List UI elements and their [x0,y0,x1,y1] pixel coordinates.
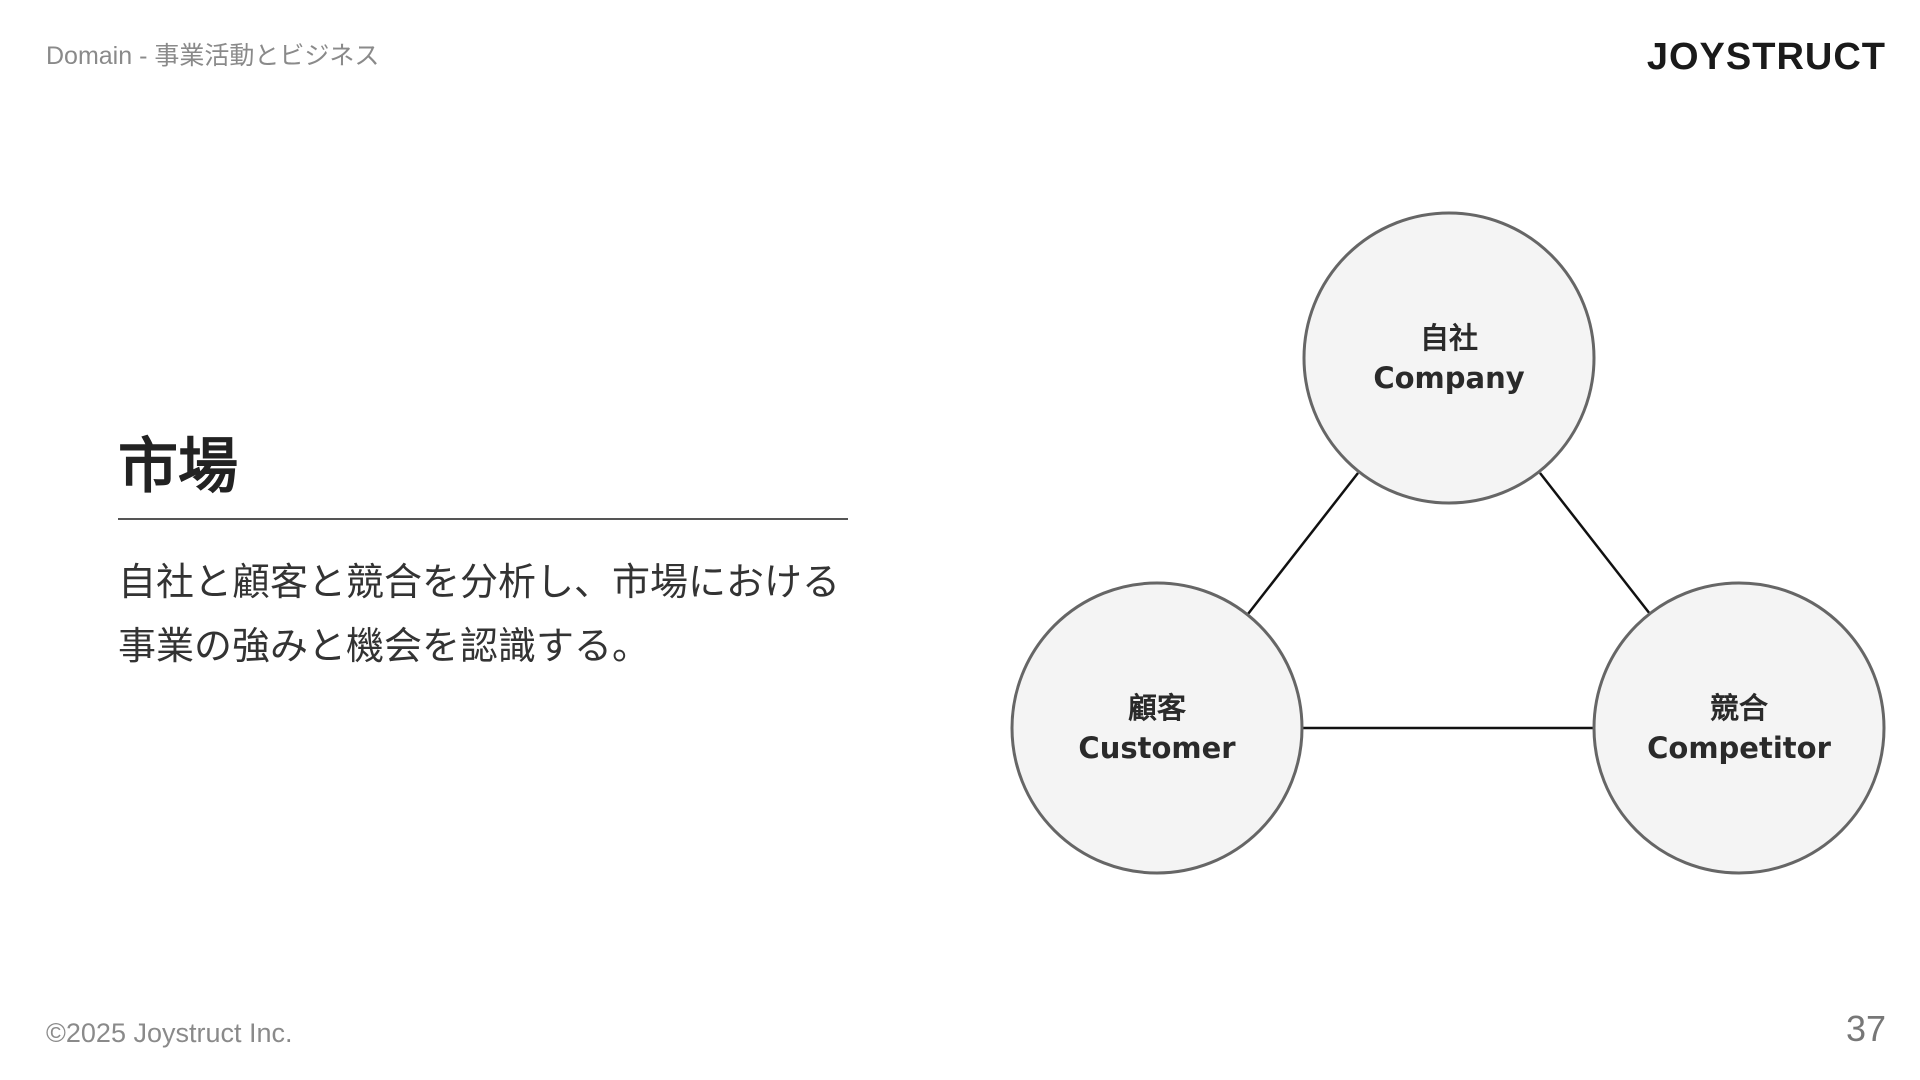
node-customer-label-ja: 顧客 [1128,691,1187,725]
copyright: ©2025 Joystruct Inc. [46,1018,293,1048]
title-divider [118,518,848,520]
node-company: 自社 Company [1302,211,1596,505]
node-competitor: 競合 Competitor [1592,581,1886,875]
page-title: 市場 [118,432,238,502]
page-number: 37 [1845,1008,1886,1049]
node-competitor-circle [1592,581,1886,875]
node-company-circle [1302,211,1596,505]
node-company-label-ja: 自社 [1420,321,1478,355]
node-customer: 顧客 Customer [1010,581,1304,875]
node-customer-circle [1010,581,1304,875]
breadcrumb: Domain - 事業活動とビジネス [46,42,380,70]
node-competitor-label-ja: 競合 [1710,691,1768,725]
edge-company-competitor [1539,472,1651,615]
edge-company-customer [1247,472,1359,615]
node-company-label-en: Company [1373,361,1524,395]
node-competitor-label-en: Competitor [1647,731,1831,765]
node-customer-label-en: Customer [1078,731,1236,765]
logo: JOYSTRUCT [1646,36,1886,78]
description: 自社と顧客と競合を分析し、市場における事業の強みと機会を認識する。 [118,560,841,668]
